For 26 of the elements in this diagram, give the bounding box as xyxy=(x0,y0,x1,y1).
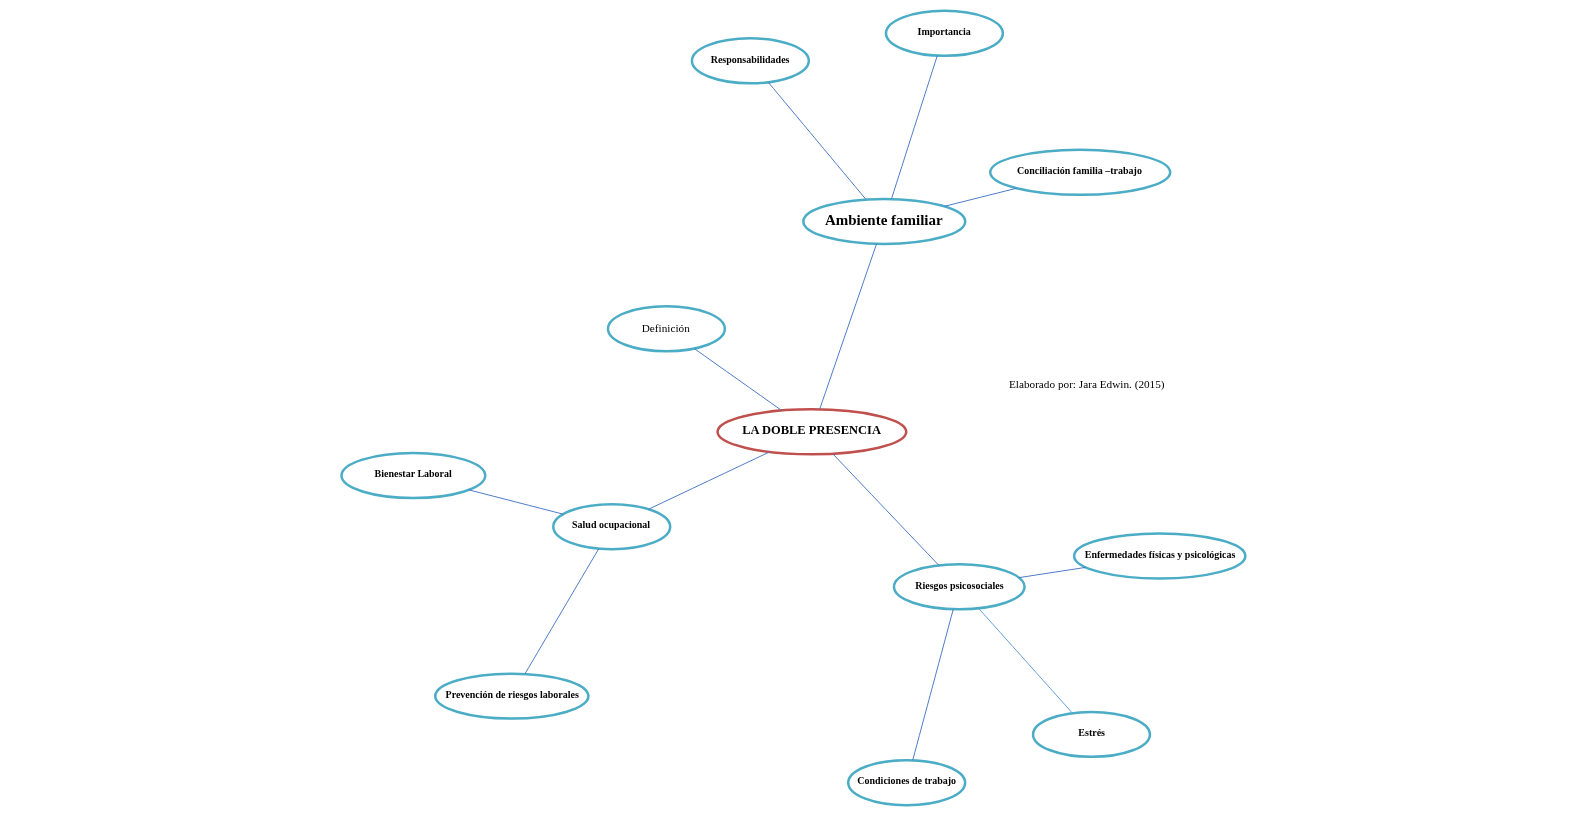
node-ellipse: Importancia xyxy=(884,9,1005,58)
node-ellipse: Estrés xyxy=(1031,710,1152,759)
connector xyxy=(767,81,867,200)
node-ellipse: Salud ocupacional xyxy=(552,502,672,551)
connector xyxy=(943,187,1018,207)
connector xyxy=(819,243,877,410)
node-ellipse: Condiciones de trabajo xyxy=(847,758,967,807)
node-ellipse: Responsabilidades xyxy=(690,37,811,85)
connector xyxy=(891,55,938,200)
node-ellipse: Prevención de riesgos laborales xyxy=(434,672,590,720)
connector xyxy=(694,348,783,411)
connector xyxy=(468,489,564,515)
node-ellipse: Enfermedades físicas y psicológicas xyxy=(1072,532,1247,580)
connector xyxy=(978,607,1073,714)
connector xyxy=(912,608,954,761)
connector xyxy=(648,451,770,510)
node-ellipse: Definición xyxy=(606,305,727,353)
connector xyxy=(1018,566,1087,579)
label: Elaborado por: Jara Edwin. (2015) xyxy=(1008,377,1165,390)
node-ellipse: Bienestar Laboral xyxy=(340,451,487,500)
node-ellipse: Ambiente familiar xyxy=(802,197,967,246)
connector xyxy=(832,453,940,566)
node-ellipse: LA DOBLE PRESENCIA xyxy=(716,408,908,456)
node-ellipse: Riesgos psicosociales xyxy=(892,563,1026,611)
connector xyxy=(524,548,600,675)
node-ellipse: Conciliación familia –trabajo xyxy=(989,148,1172,197)
